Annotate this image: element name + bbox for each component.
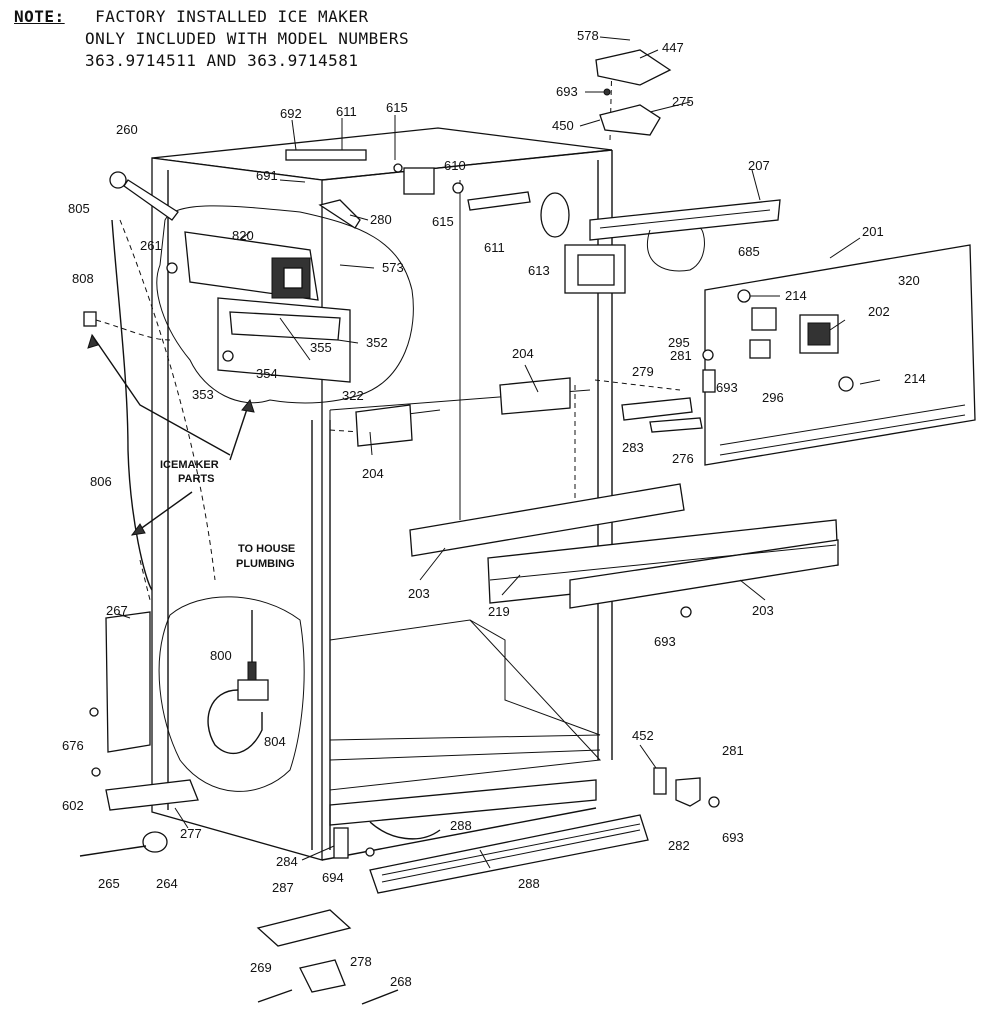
part-label: 806 (90, 474, 112, 489)
part-label: 808 (72, 271, 94, 286)
part-label: 214 (904, 371, 926, 386)
water-line (83, 171, 179, 591)
part-label: 219 (488, 604, 510, 619)
shelf-assembly (355, 377, 839, 609)
part-label: 280 (370, 212, 392, 227)
water-valve (207, 610, 269, 755)
part-label: 264 (156, 876, 178, 891)
part-label: 278 (350, 954, 372, 969)
part-label: 214 (785, 288, 807, 303)
leader-lines (117, 36, 881, 869)
part-label: 204 (362, 466, 384, 481)
part-label: 287 (272, 880, 294, 895)
part-label: 279 (632, 364, 654, 379)
note-line-2: ONLY INCLUDED WITH MODEL NUMBERS (84, 29, 410, 48)
part-label: 355 (310, 340, 332, 355)
part-label: 615 (386, 100, 408, 115)
part-label: 578 (577, 28, 599, 43)
factory-note: NOTE: FACTORY INSTALLED ICE MAKER ONLY I… (14, 6, 409, 72)
part-label: 611 (336, 104, 357, 119)
icemaker-arrows (87, 333, 255, 536)
bottom-parts (79, 606, 720, 1005)
part-label: 800 (210, 648, 232, 663)
note-line-3: 363.9714511 AND 363.9714581 (84, 51, 359, 70)
part-label: 204 (512, 346, 534, 361)
part-label: 288 (518, 876, 540, 891)
part-label: 269 (250, 960, 272, 975)
part-label: 692 (280, 106, 302, 121)
part-label: 282 (668, 838, 690, 853)
part-label: 283 (622, 440, 644, 455)
part-label: 693 (654, 634, 676, 649)
part-label: 295 (668, 335, 690, 350)
part-label: 691 (256, 168, 278, 183)
part-label: 573 (382, 260, 404, 275)
plumbing-region (158, 596, 305, 792)
part-label: 447 (662, 40, 684, 55)
icemaker-callout-2: PARTS (178, 473, 214, 485)
part-label: 820 (232, 228, 254, 243)
part-label: 267 (106, 603, 128, 618)
part-label: 276 (672, 451, 694, 466)
part-label: 281 (670, 348, 692, 363)
part-label: 207 (748, 158, 770, 173)
part-label: 281 (722, 743, 744, 758)
part-label: 805 (68, 201, 90, 216)
part-label: 804 (264, 734, 286, 749)
part-label: 322 (342, 388, 364, 403)
part-label: 265 (98, 876, 120, 891)
part-label: 268 (390, 974, 412, 989)
part-label: 203 (408, 586, 430, 601)
part-label: 613 (528, 263, 550, 278)
part-label: 610 (444, 158, 466, 173)
part-label: 694 (322, 870, 344, 885)
icemaker-region (156, 205, 414, 404)
part-label: 615 (432, 214, 454, 229)
part-label: 353 (192, 387, 214, 402)
part-label: 450 (552, 118, 574, 133)
part-label: 296 (762, 390, 784, 405)
part-label: 275 (672, 94, 694, 109)
part-label: 284 (276, 854, 298, 869)
part-label: 693 (716, 380, 738, 395)
top-hinge-parts (285, 49, 672, 229)
part-label: 693 (722, 830, 744, 845)
part-label: 201 (862, 224, 884, 239)
part-label: 452 (632, 728, 654, 743)
part-label: 602 (62, 798, 84, 813)
part-label: 676 (62, 738, 84, 753)
part-label: 261 (140, 238, 162, 253)
plumbing-callout-2: PLUMBING (236, 558, 295, 570)
part-label: 203 (752, 603, 774, 618)
part-label: 277 (180, 826, 202, 841)
part-label: 288 (450, 818, 472, 833)
part-label: 320 (898, 273, 920, 288)
plumbing-callout-1: TO HOUSE (238, 543, 295, 555)
note-line-1: FACTORY INSTALLED ICE MAKER (95, 7, 369, 26)
damper-parts (621, 349, 716, 433)
part-label: 354 (256, 366, 278, 381)
note-heading: NOTE: (14, 7, 65, 26)
part-label: 202 (868, 304, 890, 319)
part-label: 260 (116, 122, 138, 137)
part-label: 685 (738, 244, 760, 259)
part-label: 352 (366, 335, 388, 350)
part-label: 611 (484, 240, 505, 255)
icemaker-callout-1: ICEMAKER (160, 459, 219, 471)
fan-and-control (540, 192, 976, 466)
part-label: 693 (556, 84, 578, 99)
